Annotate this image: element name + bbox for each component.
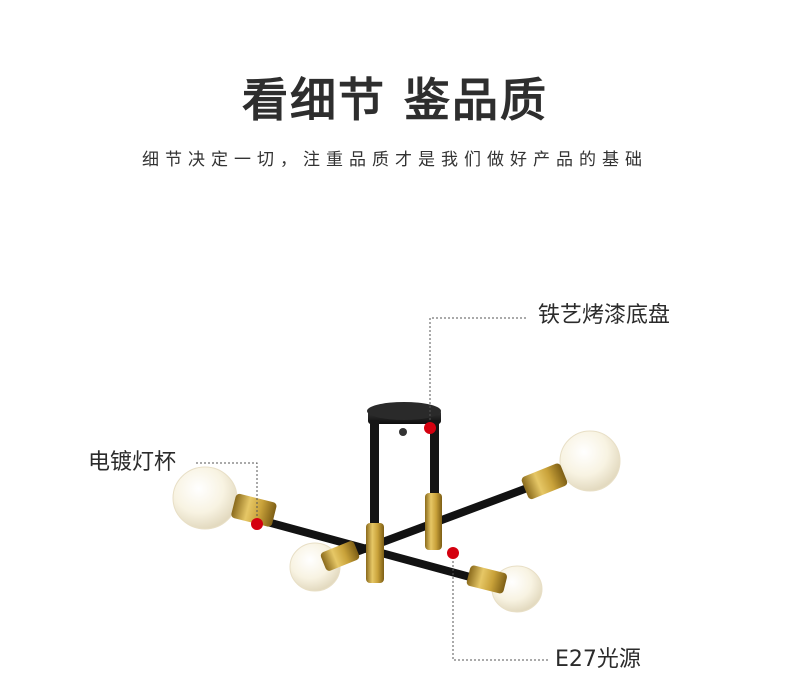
ceiling-base — [367, 402, 441, 436]
marker-bulb — [447, 547, 459, 559]
callout-label-cup: 电镀灯杯 — [88, 450, 177, 475]
callout-leaders — [196, 317, 548, 661]
marker-cup — [251, 518, 263, 530]
callout-label-bulb: E27光源 — [555, 647, 641, 672]
bulb-lower-left — [289, 541, 360, 592]
callout-label-base: 铁艺烤漆底盘 — [538, 303, 671, 328]
bulb-lower-right — [466, 565, 543, 613]
leader-base — [429, 317, 528, 428]
callout-markers — [251, 422, 459, 559]
page-title: 看细节 鉴品质 — [241, 73, 548, 127]
support-bars — [370, 420, 439, 550]
page-subtitle: 细节决定一切，注重品质才是我们做好产品的基础 — [142, 150, 648, 170]
bulb-top-right — [521, 430, 621, 500]
bulb-left — [172, 466, 277, 530]
center-sockets — [366, 493, 442, 583]
leader-cup — [196, 462, 258, 524]
marker-base — [424, 422, 436, 434]
